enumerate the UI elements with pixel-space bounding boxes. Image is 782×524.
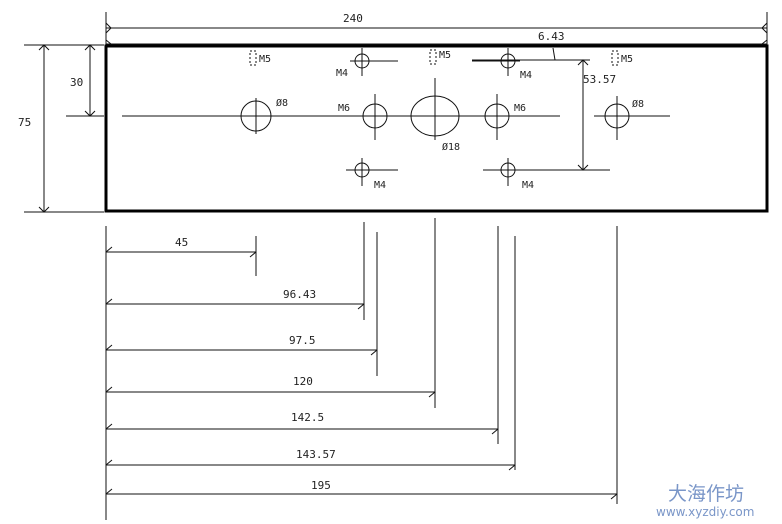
m5-hole-right: M5 (611, 50, 633, 66)
m4-hole-bottom-right: M4 (500, 158, 534, 191)
dim-143-57-label: 143.57 (296, 448, 336, 461)
m6-right-label: M6 (514, 103, 526, 114)
dim-45-label: 45 (175, 236, 188, 249)
baseline-dimensions: 45 96.43 97.5 120 142.5 (105, 218, 618, 520)
dim-offset-small-label: 6.43 (538, 30, 565, 43)
dim-120-label: 120 (293, 375, 313, 388)
dim-143-57: 143.57 (105, 448, 516, 471)
dim-vertical-offset: 53.57 (472, 47, 616, 171)
m4-bottom-left-label: M4 (374, 180, 386, 191)
watermark-name: 大海作坊 (668, 483, 744, 505)
watermark-url: www.xyzdiy.com (656, 505, 754, 519)
dim-97-5: 97.5 (105, 334, 378, 356)
dim-overall-height-label: 75 (18, 116, 31, 129)
m4-hole-top-right: M4 (472, 48, 532, 81)
m5-mid-label: M5 (439, 50, 451, 61)
m6-hole-right: M6 (484, 94, 526, 140)
m6-left-label: M6 (338, 103, 350, 114)
m4-hole-top-left: M4 (336, 48, 398, 79)
dim-half-height: 30 (66, 44, 104, 117)
dim-195-label: 195 (311, 479, 331, 492)
plate-outline (104, 44, 769, 213)
dim-120: 120 (105, 375, 436, 398)
m5-right-label: M5 (621, 54, 633, 65)
dim-195: 195 (105, 479, 618, 500)
d18-hole-center: Ø18 (410, 78, 460, 153)
dim-vertical-offset-label: 53.57 (583, 73, 616, 86)
dim-half-height-label: 30 (70, 76, 83, 89)
m4-top-right-label: M4 (520, 70, 532, 81)
m5-hole-mid: M5 (429, 49, 451, 65)
m6-hole-left: M6 (338, 94, 388, 140)
dim-overall-width-label: 240 (343, 12, 363, 25)
d8-right-label: Ø8 (632, 98, 644, 110)
d8-left-label: Ø8 (276, 97, 288, 109)
dim-142-5-label: 142.5 (291, 411, 324, 424)
d18-center-label: Ø18 (442, 141, 460, 153)
m5-hole-left: M5 (249, 50, 271, 66)
dim-offset-small: 6.43 (105, 30, 768, 45)
dim-142-5: 142.5 (105, 411, 499, 435)
dim-96-43: 96.43 (105, 288, 365, 310)
dim-overall-width: 240 (105, 12, 768, 45)
m5-left-label: M5 (259, 54, 271, 65)
dim-97-5-label: 97.5 (289, 334, 316, 347)
d8-hole-left: Ø8 (240, 97, 288, 134)
m4-bottom-right-label: M4 (522, 180, 534, 191)
watermark: 大海作坊 www.xyzdiy.com (656, 483, 754, 519)
dim-overall-height: 75 (18, 44, 104, 213)
m4-hole-bottom-left: M4 (346, 158, 398, 191)
d8-hole-right: Ø8 (594, 96, 670, 140)
m4-top-left-label: M4 (336, 68, 348, 79)
dim-96-43-label: 96.43 (283, 288, 316, 301)
dim-45: 45 (105, 236, 257, 258)
